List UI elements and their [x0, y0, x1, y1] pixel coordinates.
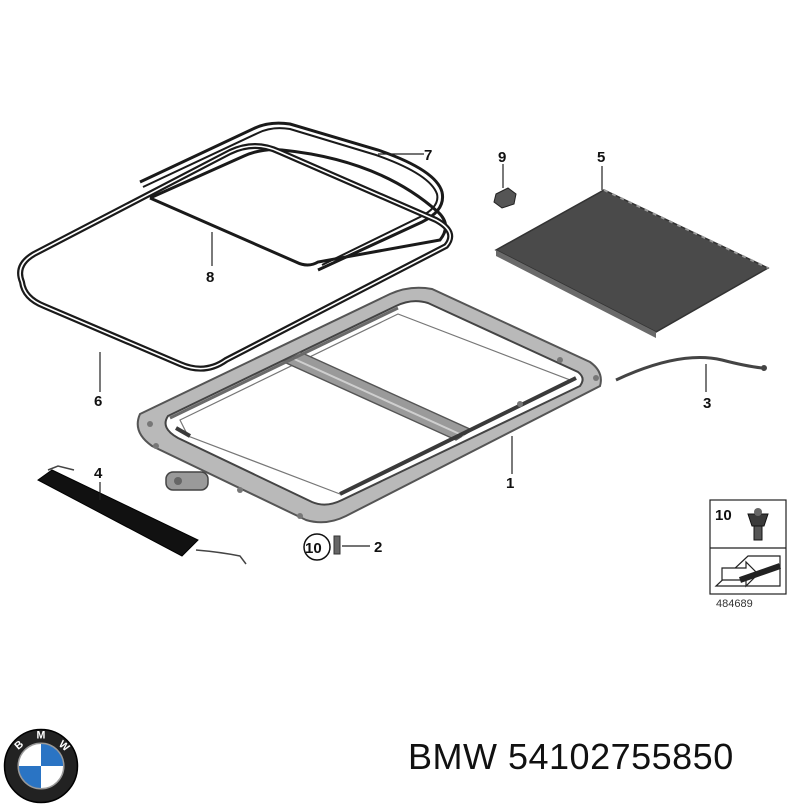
callout-6: 6	[94, 393, 102, 410]
seal-part-6	[17, 143, 454, 372]
callout-3: 3	[703, 395, 711, 412]
callout-7: 7	[424, 147, 432, 164]
clip-part-9	[493, 187, 517, 209]
push-clip-icon	[747, 508, 769, 541]
callout-4: 4	[94, 465, 103, 482]
svg-text:M: M	[36, 730, 45, 742]
sunshade-panel-part-5	[494, 189, 770, 338]
brand-part-number: BMW 54102755850	[408, 736, 734, 777]
clip-part-2	[333, 535, 341, 555]
callout-1: 1	[506, 475, 514, 492]
callout-8: 8	[206, 269, 214, 286]
sunroof-frame-part-1	[136, 286, 602, 524]
callout-9: 9	[498, 149, 506, 166]
wind-deflector-part-4	[37, 465, 247, 565]
drain-hose-part-3	[615, 356, 767, 382]
leader-lines	[99, 153, 707, 547]
inset-part-number: 10	[715, 507, 732, 524]
callout-10-circled: 10	[303, 533, 331, 561]
callout-10: 10	[305, 540, 322, 557]
inset-box-part-10: 10 484689	[709, 499, 787, 610]
bmw-logo-icon: B M W	[3, 728, 79, 804]
callout-2: 2	[374, 539, 382, 556]
callout-5: 5	[597, 149, 605, 166]
drawing-id: 484689	[716, 598, 753, 610]
panel-arrow-icon	[714, 555, 781, 588]
